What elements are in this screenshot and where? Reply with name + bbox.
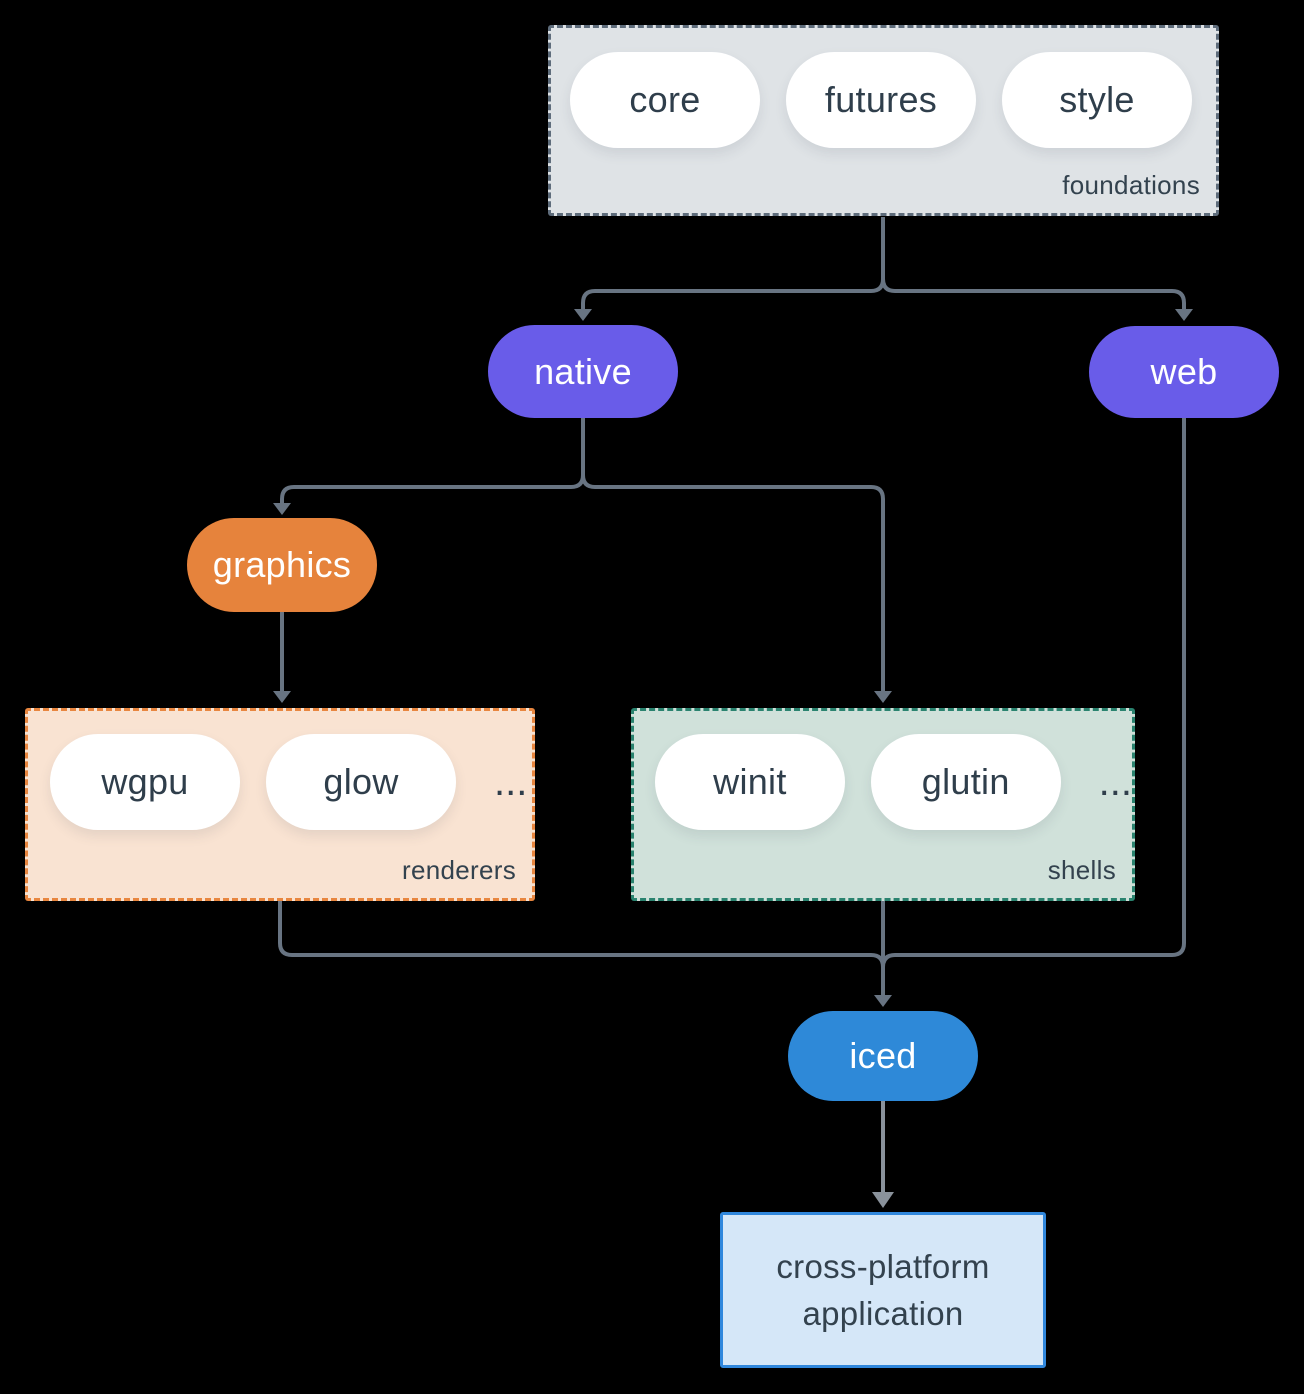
- arrowhead-web: [1175, 309, 1193, 321]
- arrowhead-graphics: [273, 503, 291, 515]
- node-glutin: glutin: [870, 734, 1061, 830]
- edge-native-graphics: [280, 418, 585, 503]
- arrowhead-native: [574, 309, 592, 321]
- shells-group: winit glutin ... shells: [631, 708, 1135, 901]
- foundations-group: core futures style foundations: [548, 25, 1219, 216]
- renderers-ellipsis: ...: [494, 759, 528, 804]
- node-futures: futures: [786, 52, 976, 148]
- foundations-label: foundations: [1062, 170, 1200, 200]
- renderers-group: wgpu glow ... renderers: [25, 708, 535, 901]
- application-box: cross-platform application: [720, 1212, 1046, 1368]
- node-winit: winit: [655, 734, 845, 830]
- arrowhead-iced: [874, 995, 892, 1007]
- node-glow: glow: [266, 734, 456, 830]
- edge-foundations-native: [581, 217, 885, 309]
- node-iced: iced: [788, 1011, 978, 1101]
- application-label: cross-platform application: [776, 1248, 990, 1332]
- arrowhead-renderers: [273, 691, 291, 703]
- node-wgpu: wgpu: [50, 734, 240, 830]
- node-web: web: [1089, 326, 1279, 418]
- edge-renderers-iced: [278, 901, 885, 995]
- edge-native-shells: [581, 418, 885, 691]
- shells-ellipsis: ...: [1098, 759, 1132, 804]
- arrowhead-shells: [874, 691, 892, 703]
- node-style: style: [1002, 52, 1192, 148]
- arrowhead-application: [872, 1192, 894, 1208]
- shells-label: shells: [1047, 855, 1116, 885]
- node-graphics: graphics: [187, 518, 377, 612]
- node-native: native: [488, 325, 678, 418]
- node-core: core: [570, 52, 760, 148]
- renderers-label: renderers: [402, 855, 516, 885]
- edge-web-iced: [881, 418, 1186, 995]
- edge-foundations-web: [881, 217, 1186, 309]
